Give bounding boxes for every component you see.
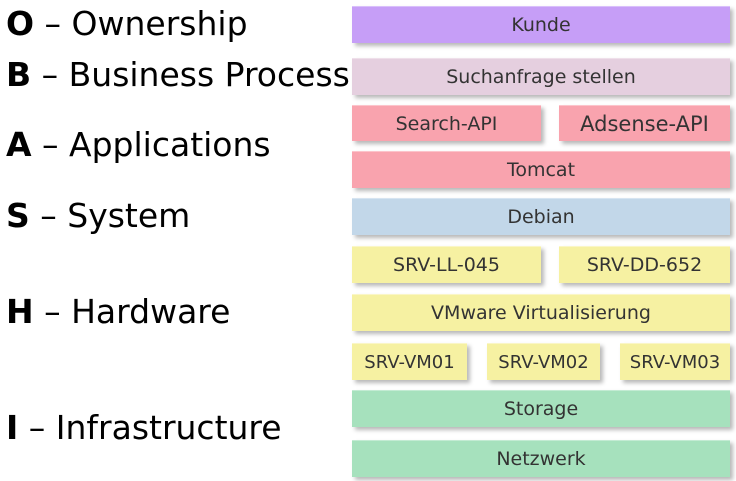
box-adsense-api: Adsense-API xyxy=(559,105,730,141)
layer-name: – Applications xyxy=(31,125,271,164)
box-tomcat: Tomcat xyxy=(352,151,730,188)
box-suchanfrage-stellen: Suchanfrage stellen xyxy=(352,58,730,95)
layer-name: – Hardware xyxy=(33,292,231,331)
box-srv-vm01: SRV-VM01 xyxy=(352,343,467,380)
layer-name: – Infrastructure xyxy=(18,408,282,447)
layer-letter: O xyxy=(6,4,35,43)
box-debian: Debian xyxy=(352,198,730,235)
layer-label-hardware: H – Hardware xyxy=(6,292,230,332)
layer-letter: S xyxy=(6,196,30,235)
box-srv-vm03: SRV-VM03 xyxy=(620,343,730,380)
layer-name: – Ownership xyxy=(34,4,248,43)
layer-label-ownership: O – Ownership xyxy=(6,4,248,44)
box-storage: Storage xyxy=(352,390,730,427)
layer-letter: I xyxy=(6,408,19,447)
layer-label-infrastructure: I – Infrastructure xyxy=(6,408,282,448)
box-vmware-virtualisierung: VMware Virtualisierung xyxy=(352,294,730,331)
box-srv-vm02: SRV-VM02 xyxy=(487,343,600,380)
box-srv-ll-045: SRV-LL-045 xyxy=(352,246,541,283)
layer-label-system: S – System xyxy=(6,196,190,236)
box-srv-dd-652: SRV-DD-652 xyxy=(559,246,730,283)
layer-name: – System xyxy=(29,196,191,235)
layer-name: – Business Process xyxy=(31,55,350,94)
layer-letter: H xyxy=(6,292,34,331)
layer-letter: A xyxy=(6,125,32,164)
box-kunde: Kunde xyxy=(352,6,730,43)
box-search-api: Search-API xyxy=(352,105,541,141)
box-netzwerk: Netzwerk xyxy=(352,440,730,477)
layer-label-applications: A – Applications xyxy=(6,125,271,165)
layer-letter: B xyxy=(6,55,32,94)
layer-label-business-process: B – Business Process xyxy=(6,55,350,95)
